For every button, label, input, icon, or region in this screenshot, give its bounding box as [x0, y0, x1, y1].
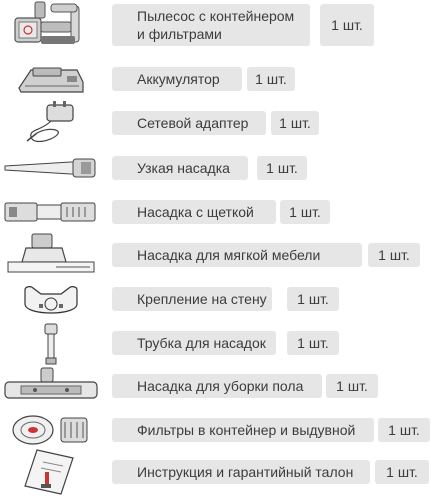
list-item: Аккумулятор 1 шт. — [0, 56, 431, 100]
item-name: Пылесос с контейнером и фильтрами — [112, 4, 310, 46]
item-quantity: 1 шт. — [257, 156, 307, 180]
list-item: Насадка с щеткой 1 шт. — [0, 190, 431, 234]
list-item: Инструкция и гарантийный талон 1 шт. — [0, 446, 431, 498]
item-name: Инструкция и гарантийный талон — [112, 460, 370, 484]
item-name: Сетевой адаптер — [112, 111, 266, 135]
wall-mount-icon — [0, 278, 102, 322]
item-quantity: 1 шт. — [247, 67, 295, 91]
brush-tool-icon — [0, 190, 102, 234]
item-quantity: 1 шт. — [280, 200, 330, 224]
item-name: Фильтры в контейнер и выдувной — [112, 418, 374, 442]
filters-icon — [0, 408, 102, 452]
list-item: Сетевой адаптер 1 шт. — [0, 100, 431, 146]
manual-icon — [0, 446, 102, 498]
item-quantity: 1 шт. — [378, 418, 430, 442]
item-quantity: 1 шт. — [326, 374, 378, 398]
item-name: Крепление на стену — [112, 287, 272, 311]
crevice-tool-icon — [0, 146, 102, 190]
item-quantity: 1 шт. — [287, 331, 339, 355]
item-quantity: 1 шт. — [320, 4, 374, 46]
item-name: Насадка с щеткой — [112, 200, 276, 224]
upholstery-tool-icon — [0, 230, 102, 280]
item-quantity: 1 шт. — [375, 460, 429, 484]
battery-icon — [0, 56, 102, 100]
item-name: Трубка для насадок — [112, 331, 276, 355]
list-item: Пылесос с контейнером и фильтрами 1 шт. — [0, 0, 431, 50]
vacuum-main-unit-icon — [0, 0, 102, 50]
list-item: Трубка для насадок 1 шт. — [0, 322, 431, 366]
item-name: Узкая насадка — [112, 156, 248, 180]
item-name: Насадка для мягкой мебели — [112, 243, 362, 267]
list-item: Насадка для мягкой мебели 1 шт. — [0, 230, 431, 280]
extension-tube-icon — [0, 322, 102, 366]
item-quantity: 1 шт. — [368, 243, 420, 267]
item-name: Аккумулятор — [112, 67, 242, 91]
item-quantity: 1 шт. — [271, 111, 319, 135]
list-item: Крепление на стену 1 шт. — [0, 278, 431, 322]
list-item: Узкая насадка 1 шт. — [0, 146, 431, 190]
item-name: Насадка для уборки пола — [112, 374, 322, 398]
list-item: Фильтры в контейнер и выдувной 1 шт. — [0, 408, 431, 452]
power-adapter-icon — [0, 100, 102, 146]
item-quantity: 1 шт. — [287, 287, 339, 311]
floor-head-icon — [0, 364, 102, 408]
list-item: Насадка для уборки пола 1 шт. — [0, 364, 431, 408]
